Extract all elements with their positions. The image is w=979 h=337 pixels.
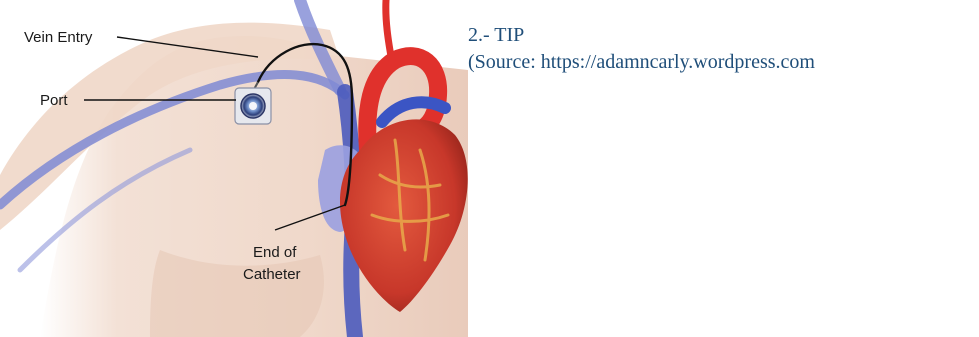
- port-catheter-illustration: Vein Entry Port End of Catheter: [0, 0, 468, 337]
- figure-caption: 2.- TIP (Source: https://adamncarly.word…: [468, 22, 979, 76]
- caption-source: (Source: https://adamncarly.wordpress.co…: [468, 49, 979, 76]
- port-label: Port: [40, 92, 68, 109]
- caption-title: 2.- TIP: [468, 22, 979, 49]
- vein-entry-label: Vein Entry: [24, 29, 93, 46]
- port-septum: [249, 102, 257, 110]
- end-of-catheter-label-line2: Catheter: [243, 266, 301, 283]
- end-of-catheter-label-line1: End of: [253, 244, 297, 261]
- carotid-artery: [386, 0, 392, 62]
